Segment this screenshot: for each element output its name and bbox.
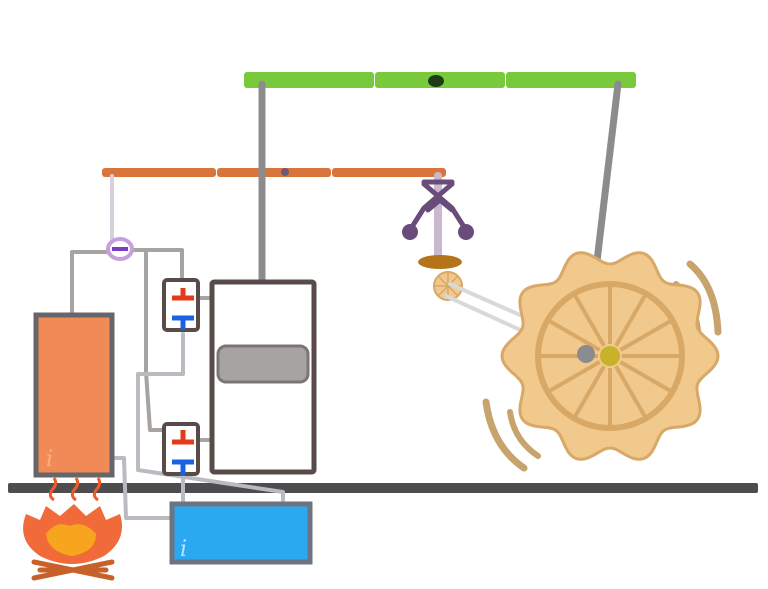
boiler-body	[33, 312, 115, 478]
mid-beam-pivot	[281, 168, 289, 176]
flywheel-spoke	[614, 294, 647, 347]
top-beam-segment	[506, 72, 636, 88]
pipe-tank-to-upper-valve	[136, 332, 285, 506]
upper-valve-icon	[162, 278, 200, 332]
mid-beam-segment	[332, 168, 446, 177]
flywheel-hub	[600, 346, 620, 366]
pipe-junction-to-upper-valve	[128, 248, 184, 290]
governor-arms	[407, 179, 469, 233]
pipe-boiler-to-tank	[108, 456, 174, 520]
boiler-mark: i	[46, 447, 53, 472]
pipes	[70, 248, 285, 520]
flywheel-spokes	[540, 286, 680, 426]
governor-gear-spokes	[434, 272, 462, 300]
valve-cold-indicator	[172, 315, 194, 330]
governor-ball-right	[458, 224, 474, 240]
top-beam-segment	[244, 72, 374, 88]
flywheel-spoke	[614, 365, 647, 418]
top-beam-pivot	[428, 75, 444, 87]
motion-mark	[686, 260, 722, 336]
lower-valve-icon	[162, 422, 200, 476]
fire-icon	[23, 477, 122, 581]
flywheel-spoke	[573, 294, 606, 347]
valve-hot-indicator	[172, 288, 194, 301]
ground-line	[8, 483, 758, 493]
mid-beam-segment	[102, 168, 216, 177]
valve-hot-indicator	[172, 430, 194, 445]
tank-mark: i	[180, 537, 187, 562]
flywheel-spoke	[573, 365, 606, 418]
flywheel-spoke	[548, 360, 601, 393]
governor-ball-left	[402, 224, 418, 240]
steam-wisp	[70, 477, 80, 502]
top-beam	[244, 72, 636, 88]
steam-wisp	[92, 477, 102, 502]
flywheel-crank-pin	[577, 345, 595, 363]
mid-beam	[102, 168, 446, 177]
motion-mark	[482, 398, 528, 472]
governor-pulley	[418, 255, 462, 269]
steam-cylinder-icon	[209, 279, 317, 475]
flywheel-spoke	[619, 360, 672, 393]
flywheel-rim	[535, 281, 685, 431]
boiler-icon: i	[33, 312, 115, 478]
water-tank-icon: i	[169, 501, 313, 565]
mid-beam-segment	[217, 168, 331, 177]
flame-inner	[46, 524, 96, 556]
valve-cold-indicator	[172, 459, 194, 476]
piston	[216, 344, 310, 384]
firewood	[31, 559, 115, 581]
pipe-boiler-to-junction	[70, 250, 112, 316]
motion-mark	[507, 409, 541, 459]
flywheel-icon	[482, 251, 722, 472]
steam-wisp	[48, 477, 58, 502]
tank-body	[169, 501, 313, 565]
flywheel-spoke	[619, 319, 672, 352]
centrifugal-governor-icon	[402, 172, 474, 301]
flywheel-spoke	[548, 319, 601, 352]
